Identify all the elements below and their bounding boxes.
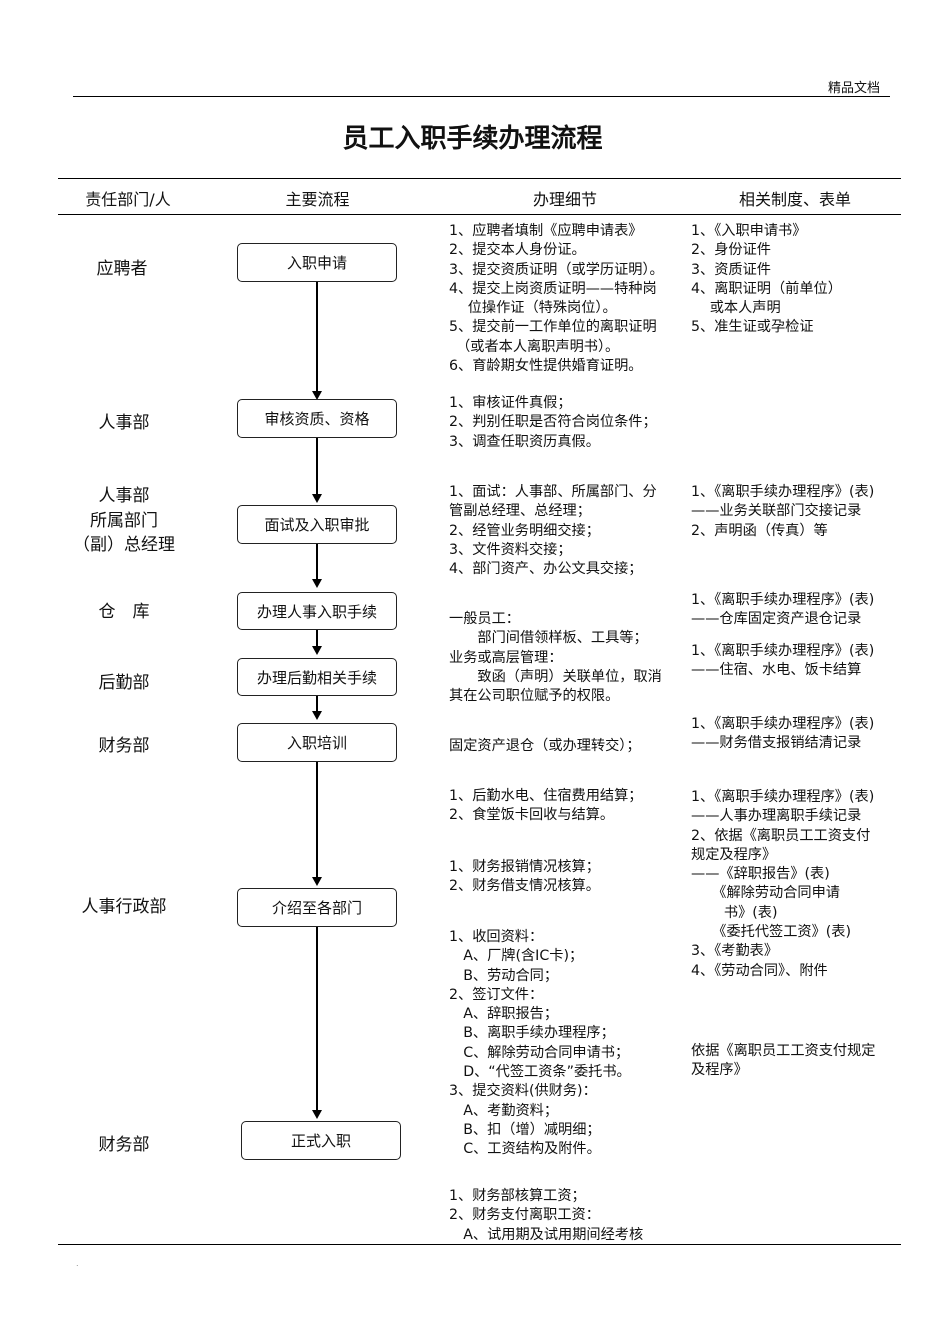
table-top-rule bbox=[58, 178, 901, 179]
step-box-hr-procedure: 办理人事入职手续 bbox=[237, 592, 397, 630]
forms-block-7: 依据《离职员工工资支付规定及程序》 bbox=[691, 1043, 876, 1079]
dept-hr-dept-gm: 人事部 所属部门 （副）总经理 bbox=[73, 486, 175, 555]
col-head-dept: 责任部门/人 bbox=[85, 190, 171, 209]
arrow-6 bbox=[312, 877, 322, 886]
dept-hr-admin: 人事行政部 bbox=[81, 897, 167, 917]
details-block-2: 1、审核证件真假；2、判别任职是否符合岗位条件；3、调查任职资历真假。 bbox=[449, 395, 657, 450]
details-block-3: 1、面试：人事部、所属部门、分管副总经理、总经理；2、经管业务明细交接；3、文件… bbox=[449, 484, 657, 578]
doc-tag: 精品文档 bbox=[828, 81, 881, 96]
arrow-4 bbox=[312, 646, 322, 655]
arrow-3 bbox=[312, 579, 322, 588]
table-bottom-rule bbox=[58, 1244, 901, 1245]
connector-4 bbox=[316, 629, 318, 647]
arrow-2 bbox=[312, 494, 322, 503]
dept-finance: 财务部 bbox=[98, 736, 150, 756]
connector-7 bbox=[316, 926, 318, 1111]
details-block-7: 1、财务报销情况核算；2、财务借支情况核算。 bbox=[449, 859, 600, 895]
step-box-introduce-departments: 介绍至各部门 bbox=[237, 888, 397, 927]
connector-5 bbox=[316, 695, 318, 712]
footer-mark: . bbox=[76, 1259, 79, 1268]
details-block-6: 1、后勤水电、住宿费用结算；2、食堂饭卡回收与结算。 bbox=[449, 788, 643, 824]
step-box-official-entry: 正式入职 bbox=[241, 1121, 401, 1160]
forms-block-3: 1、《离职手续办理程序》(表)——仓库固定资产退仓记录 bbox=[691, 592, 875, 628]
step-box-qualification-review: 审核资质、资格 bbox=[237, 399, 397, 438]
details-block-9: 1、财务部核算工资；2、财务支付离职工资： A、试用期及试用期间经考核 bbox=[449, 1188, 644, 1243]
dept-applicant: 应聘者 bbox=[96, 259, 148, 279]
arrow-7 bbox=[312, 1110, 322, 1119]
connector-1 bbox=[316, 281, 318, 392]
details-block-5: 固定资产退仓（或办理转交）； bbox=[449, 738, 641, 754]
connector-6 bbox=[316, 761, 318, 878]
step-box-interview-approval: 面试及入职审批 bbox=[237, 505, 397, 544]
arrow-1 bbox=[312, 391, 322, 400]
step-box-training: 入职培训 bbox=[237, 723, 397, 762]
connector-2 bbox=[316, 437, 318, 495]
col-head-details: 办理细节 bbox=[532, 190, 597, 209]
dept-finance-final: 财务部 bbox=[98, 1135, 150, 1155]
step-box-logistics-procedure: 办理后勤相关手续 bbox=[237, 658, 397, 696]
details-block-8: 1、收回资料： A、厂牌(含IC卡)； B、劳动合同；2、签订文件： A、辞职报… bbox=[449, 929, 631, 1158]
forms-block-4: 1、《离职手续办理程序》(表)——住宿、水电、饭卡结算 bbox=[691, 643, 875, 679]
connector-3 bbox=[316, 543, 318, 580]
header-rule bbox=[73, 96, 890, 97]
arrow-5 bbox=[312, 711, 322, 720]
dept-hr: 人事部 bbox=[98, 413, 150, 433]
page-title: 员工入职手续办理流程 bbox=[342, 124, 603, 154]
step-box-application: 入职申请 bbox=[237, 243, 397, 282]
dept-warehouse: 仓 库 bbox=[98, 602, 150, 622]
details-block-1: 1、应聘者填制《应聘申请表》2、提交本人身份证。3、提交资质证明（或学历证明）。… bbox=[449, 223, 664, 375]
table-header-rule bbox=[58, 214, 901, 215]
forms-block-5: 1、《离职手续办理程序》(表)——财务借支报销结清记录 bbox=[691, 716, 875, 752]
col-head-forms: 相关制度、表单 bbox=[738, 190, 851, 209]
col-head-flow: 主要流程 bbox=[285, 190, 350, 209]
details-block-4: 一般员工： 部门间借领样板、工具等；业务或高层管理： 致函（声明）关联单位，取消… bbox=[449, 611, 662, 705]
dept-logistics: 后勤部 bbox=[98, 673, 150, 693]
